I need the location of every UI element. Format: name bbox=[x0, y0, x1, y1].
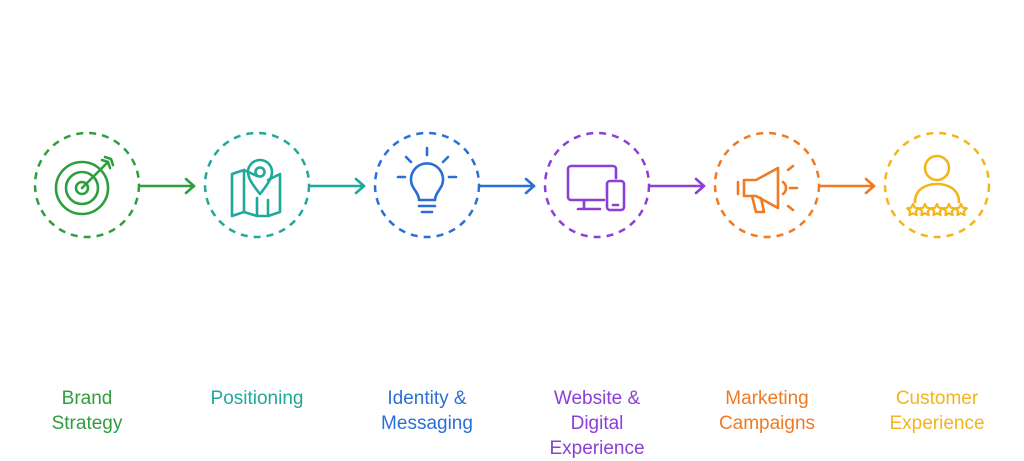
step-customer-experience: Customer Experience bbox=[882, 130, 992, 434]
map-pin-icon bbox=[230, 158, 282, 218]
devices-icon bbox=[566, 164, 626, 212]
dashed-circle bbox=[203, 131, 311, 239]
step-marketing-campaigns: Marketing Campaigns bbox=[712, 130, 822, 434]
dashed-circle bbox=[33, 131, 141, 239]
process-flow-diagram: Brand Strategy bbox=[32, 130, 992, 459]
dashed-circle bbox=[883, 131, 991, 239]
step-positioning: Positioning bbox=[202, 130, 312, 409]
step-label: Brand Strategy bbox=[51, 388, 123, 434]
step-brand-strategy: Brand Strategy bbox=[32, 130, 142, 434]
step-label: Positioning bbox=[210, 388, 304, 409]
arrow-connector bbox=[478, 176, 538, 196]
lightbulb-icon bbox=[396, 146, 458, 214]
step-label: Website & Digital Experience bbox=[549, 388, 645, 459]
step-website-digital-experience: Website & Digital Experience bbox=[542, 130, 652, 459]
megaphone-icon bbox=[736, 164, 799, 214]
step-label: Marketing Campaigns bbox=[718, 388, 816, 434]
arrow-connector bbox=[308, 176, 368, 196]
step-label: Identity & Messaging bbox=[381, 388, 473, 434]
arrow-connector bbox=[138, 176, 198, 196]
dashed-circle bbox=[713, 131, 821, 239]
step-label: Customer Experience bbox=[889, 388, 985, 434]
dashed-circle bbox=[543, 131, 651, 239]
arrow-connector bbox=[818, 176, 878, 196]
arrow-connector bbox=[648, 176, 708, 196]
dashed-circle bbox=[373, 131, 481, 239]
step-identity-messaging: Identity & Messaging bbox=[372, 130, 482, 434]
target-icon bbox=[54, 155, 115, 216]
user-rating-icon bbox=[906, 154, 968, 217]
